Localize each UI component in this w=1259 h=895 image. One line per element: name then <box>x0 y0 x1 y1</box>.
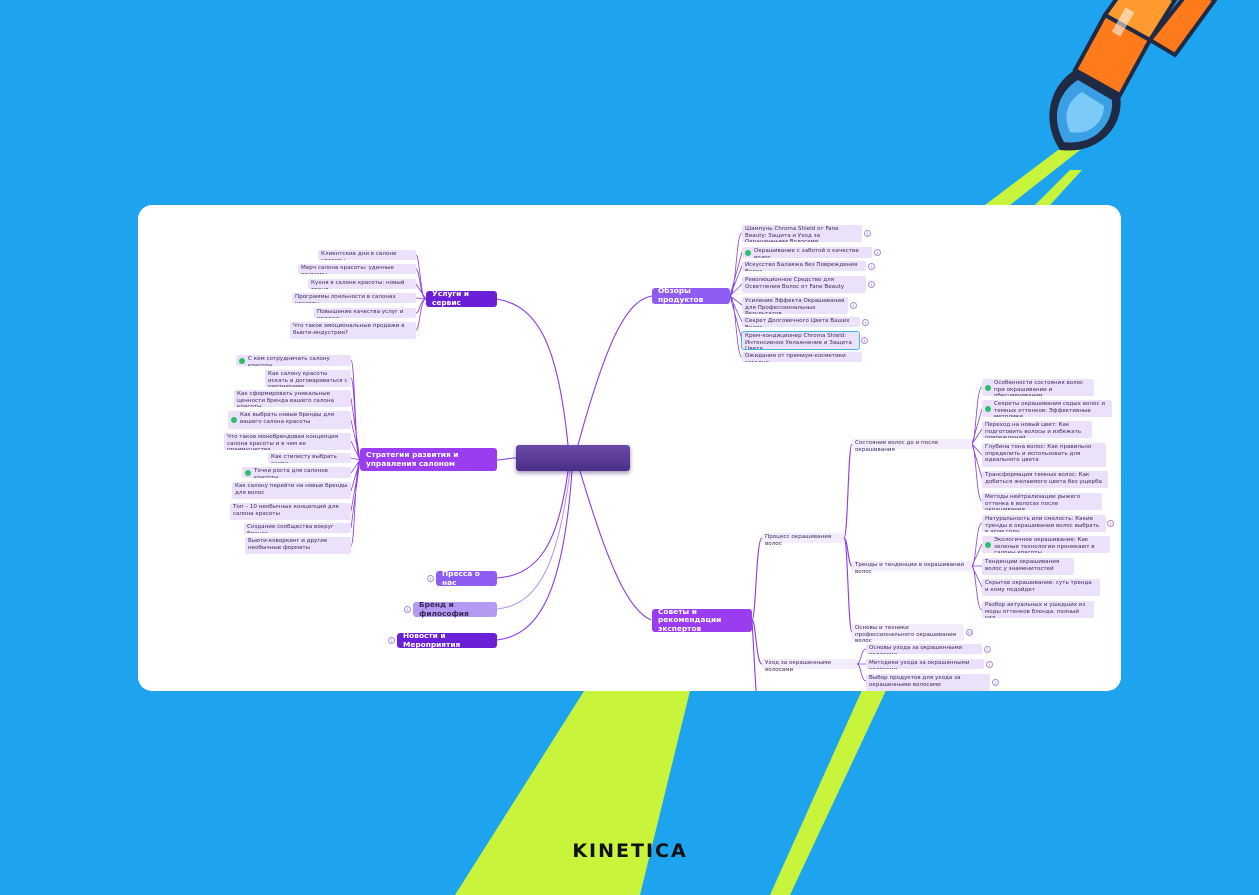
state-item-5[interactable]: Трансформация темных волос: Как добиться… <box>982 471 1108 488</box>
branch-expert-advice[interactable]: Советы и рекомендации экспертов <box>652 606 752 633</box>
branch-services-label: Услуги и сервис <box>432 289 470 307</box>
advice-process-node[interactable]: Процесс окрашивания волос <box>762 533 844 547</box>
services-item-6[interactable]: Что такое эмоциональные продажи в бьюти-… <box>290 322 416 339</box>
care-item-2[interactable]: Методики ухода за окрашенными волосами <box>866 659 984 669</box>
beam-lower-right <box>770 650 905 895</box>
advice-care-node[interactable]: Уход за окрашенными волосами <box>762 659 857 673</box>
strategies-item-6[interactable]: Как стилисту выбрать салон <box>268 453 351 463</box>
care-item-1-count: 2 <box>984 646 991 653</box>
trends-item-1-count: 4 <box>1107 520 1114 527</box>
state-item-4[interactable]: Глубина тона волос: Как правильно опреде… <box>982 443 1106 467</box>
branch-brand-philosophy-label: Бренд и философия <box>419 599 469 618</box>
advice-basics-node[interactable]: Основы и техники профессионального окраш… <box>852 624 964 644</box>
reviews-item-5-count: 1 <box>850 302 857 309</box>
beam-upper <box>985 150 1080 205</box>
branch-brand-philosophy[interactable]: Бренд и философия <box>413 599 497 618</box>
trends-item-1[interactable]: Натуральность или смелость: Какие тренды… <box>982 515 1106 532</box>
strategies-item-9[interactable]: Топ – 10 необычных концепций для салона … <box>230 503 351 520</box>
care-item-2-count: 1 <box>986 661 993 668</box>
reviews-item-7[interactable]: Крем-кондиционер Chroma Shield: Интенсив… <box>741 331 860 350</box>
care-item-3-count: 3 <box>992 679 999 686</box>
branch-news-events[interactable]: Новости и Мероприятия <box>397 630 497 649</box>
reviews-item-1-count: 1 <box>864 230 871 237</box>
reviews-item-6-count: 1 <box>862 319 869 326</box>
trends-item-5[interactable]: Разбор актуальных и ушедших из моды отте… <box>982 601 1094 618</box>
care-item-3[interactable]: Выбор продуктов для ухода за окрашенными… <box>866 674 990 691</box>
services-item-3[interactable]: Кухня в салоне красоты: новый тренд <box>308 279 416 289</box>
branch-strategies[interactable]: Стратегии развития и управления салоном <box>360 448 497 471</box>
mindmap-card: Услуги и сервис Клиентские дни в салоне … <box>138 205 1121 691</box>
strategies-item-7[interactable]: Точки роста для салонов красоты <box>242 467 351 478</box>
services-item-1[interactable]: Клиентские дни в салоне красоты <box>318 250 416 260</box>
reviews-item-3-count: 1 <box>868 263 875 270</box>
brand-logo: KINETICA <box>572 840 688 862</box>
reviews-item-6[interactable]: Секрет Долговечного Цвета Ваших Волос <box>742 317 860 327</box>
reviews-item-4-count: 1 <box>868 281 875 288</box>
reviews-item-3[interactable]: Искусство Балаяжа без Повреждения Волос <box>742 261 866 271</box>
strategies-item-5[interactable]: Что такое монобрендовая концепция салона… <box>224 433 351 450</box>
advice-state-node[interactable]: Состояние волос до и после окрашивания <box>852 439 972 453</box>
state-item-1[interactable]: Особенности состояния волос при окрашива… <box>982 379 1094 396</box>
basics-count-badge: 10 <box>966 629 973 636</box>
state-item-2[interactable]: Секреты окрашивания седых волос и темных… <box>982 400 1112 417</box>
reviews-item-7-count: 1 <box>861 337 868 344</box>
beam-lower <box>455 650 700 895</box>
advice-trends-node[interactable]: Тренды и тенденции в окрашивании волос <box>852 561 972 575</box>
branch-expert-advice-label: Советы и рекомендации экспертов <box>658 606 722 633</box>
care-item-1[interactable]: Основы ухода за окрашенными волосами <box>866 644 982 654</box>
beam-lower-left <box>530 690 605 780</box>
strategies-item-11[interactable]: Бьюти-коворкинг и другие необычные форма… <box>245 537 351 554</box>
strategies-item-4[interactable]: Как выбрать новые бренды для вашего сало… <box>228 411 351 429</box>
beam-upper-2 <box>1035 170 1082 205</box>
trends-item-2[interactable]: Экологичное окрашивание: Как зеленые тех… <box>982 536 1110 553</box>
state-item-6[interactable]: Методы нейтрализации рыжего оттенка в во… <box>982 493 1102 510</box>
strategies-item-10[interactable]: Создание сообщества вокруг бренда <box>244 523 351 533</box>
strategies-item-3[interactable]: Как сформировать уникальные ценности бре… <box>234 390 351 407</box>
reviews-item-2[interactable]: Окрашивание с заботой о качестве волос <box>742 247 872 258</box>
branch-product-reviews[interactable]: Обзоры продуктов <box>652 286 730 304</box>
trends-item-3[interactable]: Тенденции окрашивания волос у знаменитос… <box>982 558 1074 575</box>
central-topic-node[interactable] <box>516 445 630 471</box>
mindmap-connectors <box>350 232 983 691</box>
news-count-badge: 2 <box>388 637 395 644</box>
brand-philosophy-count-badge: 1 <box>404 606 411 613</box>
trends-item-4[interactable]: Скрытое окрашивание: суть тренда и кому … <box>982 579 1100 596</box>
branch-services[interactable]: Услуги и сервис <box>426 289 497 307</box>
reviews-item-5[interactable]: Усиление Эффекта Окрашивания для Професс… <box>742 297 848 314</box>
branch-press-label: Пресса о нас <box>442 568 480 587</box>
services-item-2[interactable]: Мерч салона красоты: удачные примеры <box>298 264 416 274</box>
strategies-item-8[interactable]: Как салону перейти на новые бренды для в… <box>232 482 351 499</box>
strategies-item-2[interactable]: Как салону красоты искать и договаривать… <box>265 370 351 387</box>
branch-strategies-label: Стратегии развития и управления салоном <box>366 449 459 468</box>
press-count-badge: 1 <box>427 575 434 582</box>
services-item-5[interactable]: Повышение качества услуг и продаж <box>314 308 416 318</box>
branch-product-reviews-label: Обзоры продуктов <box>658 286 704 304</box>
reviews-item-1[interactable]: Шампунь Chroma Shield от Fane Beauty: За… <box>742 225 862 242</box>
branch-news-events-label: Новости и Мероприятия <box>403 630 461 649</box>
strategies-item-1[interactable]: С кем сотрудничать салону красоты <box>236 355 351 366</box>
reviews-item-4[interactable]: Революционное Средство для Осветления Во… <box>742 276 866 293</box>
reviews-item-2-count: 1 <box>874 249 881 256</box>
services-item-4[interactable]: Программы лояльности в салонах красоты <box>292 293 416 303</box>
rocket-illustration <box>1049 0 1218 151</box>
state-item-3[interactable]: Переход на новый цвет: Как подготовить в… <box>982 421 1092 438</box>
reviews-item-8[interactable]: Ожидания от премиум-косметики сегодня <box>742 352 862 362</box>
branch-press[interactable]: Пресса о нас <box>436 568 497 587</box>
